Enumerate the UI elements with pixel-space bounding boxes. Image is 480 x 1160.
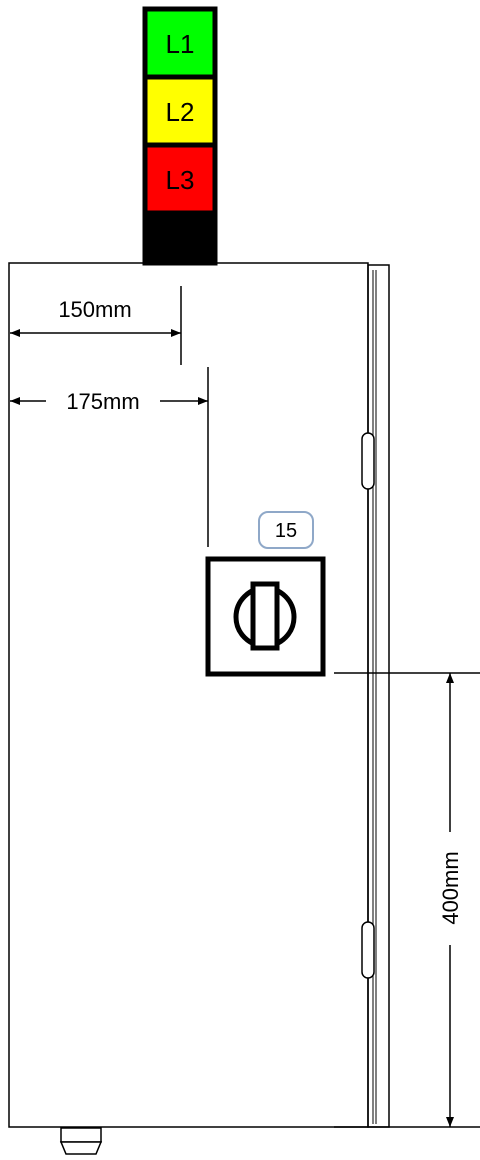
lamp-l1-label: L1	[166, 29, 195, 59]
lamp-l3-label: L3	[166, 165, 195, 195]
signal-tower: L1 L2 L3	[142, 6, 218, 266]
cable-gland	[59, 1127, 103, 1155]
dimension-400mm: 400mm	[334, 672, 480, 1128]
dimension-175mm: 175mm	[10, 367, 209, 547]
dimension-label-175: 175mm	[66, 389, 139, 414]
rotary-switch	[205, 556, 326, 677]
callout-15: 15	[258, 511, 314, 549]
dimension-label-400: 400mm	[438, 851, 463, 924]
cable-gland-top	[60, 1127, 102, 1143]
dimension-label-150: 150mm	[58, 297, 131, 322]
switch-plate	[205, 556, 326, 677]
hinge-lower	[361, 921, 375, 979]
switch-handle	[250, 581, 280, 651]
dimension-150mm: 150mm	[10, 286, 182, 365]
callout-box	[258, 511, 314, 549]
hinge-upper	[361, 432, 375, 490]
cable-gland-bottom	[59, 1141, 103, 1155]
lamp-l2-label: L2	[166, 97, 195, 127]
door-edge-strip	[367, 264, 390, 1128]
enclosure-body	[8, 262, 390, 1128]
tower-base	[142, 210, 218, 266]
enclosure-outline	[8, 262, 369, 1128]
callout-label: 15	[275, 520, 297, 542]
